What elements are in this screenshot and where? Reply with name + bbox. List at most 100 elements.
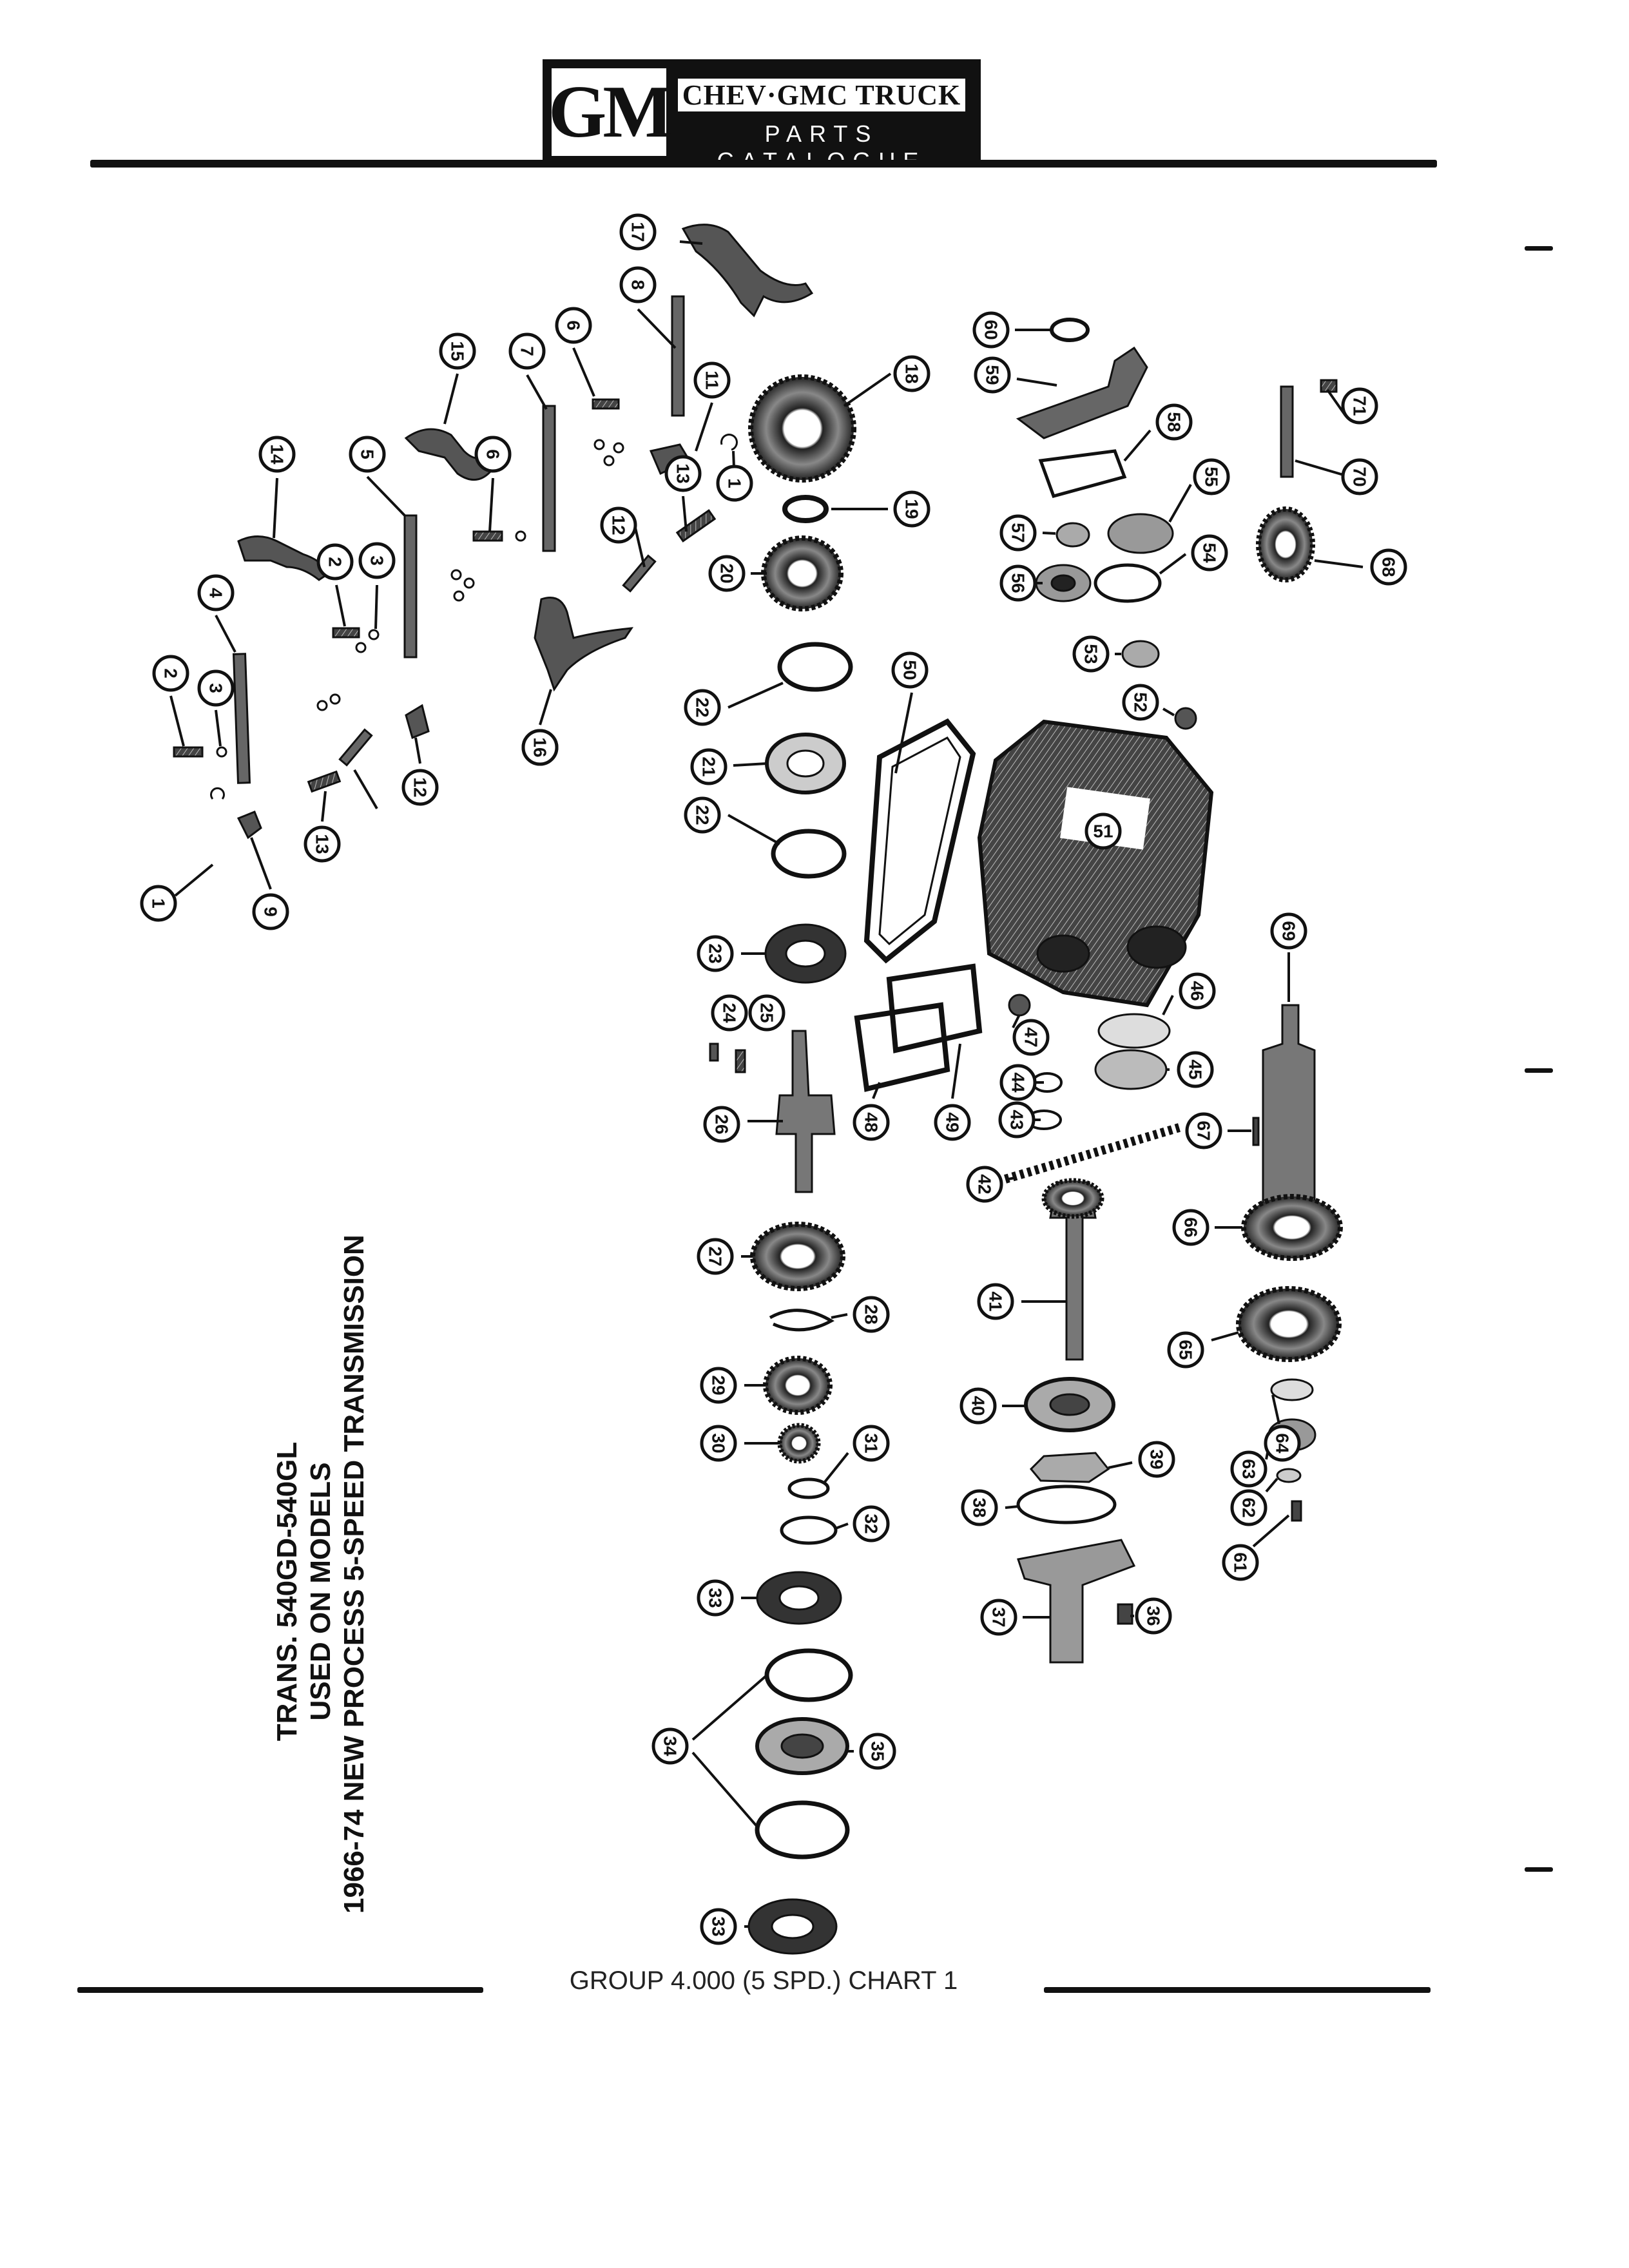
callout-34: 34: [651, 1727, 689, 1765]
callout-number: 39: [1147, 1449, 1167, 1469]
callout-circle: [708, 555, 746, 592]
nut: [1029, 1452, 1110, 1483]
spring: [307, 770, 342, 793]
callout-circle: [140, 885, 177, 922]
key: [1252, 1117, 1260, 1146]
callout-circle: [1167, 1331, 1204, 1369]
callout-number: 2: [325, 557, 345, 567]
callout-53: 53: [1072, 635, 1110, 673]
callout-circle: [690, 748, 728, 785]
synchro-ring: [764, 1648, 853, 1702]
callout-11: 11: [693, 361, 731, 399]
callout-2: 2: [316, 543, 354, 581]
callout-65: 65: [1167, 1331, 1204, 1369]
spring: [592, 398, 620, 410]
callout-number: 22: [693, 805, 713, 825]
callout-number: 58: [1164, 412, 1184, 432]
callout-9: 9: [252, 893, 289, 930]
detent-ball: [329, 693, 341, 705]
case-bore: [1126, 925, 1187, 969]
callout-number: 13: [673, 463, 693, 483]
callout-24: 24: [711, 994, 748, 1032]
callout-3: 3: [197, 669, 235, 707]
callout-number: 31: [862, 1433, 882, 1453]
gasket: [863, 718, 976, 964]
spring: [472, 530, 503, 542]
callout-number: 70: [1350, 466, 1370, 486]
bolt: [1291, 1500, 1302, 1522]
oil-seal: [1050, 318, 1090, 342]
callout-1: 1: [716, 465, 753, 502]
callout-circle: [1138, 1441, 1175, 1478]
header-rule: [90, 160, 1437, 168]
case-bore: [1036, 934, 1090, 973]
callout-29: 29: [700, 1367, 737, 1404]
bearing: [1268, 1418, 1316, 1452]
callout-number: 56: [1008, 573, 1028, 593]
logo-truck-text: CHEV·GMC TRUCK: [678, 79, 965, 111]
callout-circle: [853, 1505, 890, 1542]
callout-circle: [1072, 635, 1110, 673]
callout-circle: [555, 307, 592, 344]
callout-33: 33: [700, 1908, 737, 1945]
pin: [622, 554, 657, 593]
callout-7: 7: [508, 332, 546, 370]
thrust-washer: [756, 1571, 842, 1625]
callout-circle: [980, 1599, 1017, 1636]
callout-70: 70: [1341, 458, 1378, 495]
callout-15: 15: [439, 332, 476, 370]
snap-ring: [769, 1309, 835, 1332]
callout-22: 22: [684, 796, 721, 834]
bearing: [1121, 640, 1160, 668]
callout-number: 67: [1194, 1120, 1214, 1140]
callout-number: 44: [1008, 1072, 1028, 1093]
gasket: [1038, 449, 1127, 499]
callout-36: 36: [1135, 1597, 1172, 1635]
callout-39: 39: [1138, 1441, 1175, 1478]
gear: [761, 535, 843, 611]
callout-number: 62: [1239, 1497, 1259, 1517]
callout-circle: [853, 1104, 890, 1141]
callout-25: 25: [748, 994, 786, 1032]
callout-38: 38: [961, 1489, 998, 1526]
callout-51: 51: [1084, 812, 1122, 850]
callout-circle: [697, 1238, 734, 1275]
callout-17: 17: [619, 213, 657, 251]
bearing: [1035, 564, 1092, 602]
snap-ring: [787, 1477, 830, 1499]
callout-circle: [959, 1387, 997, 1425]
callout-number: 5: [358, 449, 378, 459]
callout-circle: [934, 1104, 971, 1141]
callout-circle: [197, 669, 235, 707]
callout-number: 21: [699, 756, 719, 776]
plug: [1174, 707, 1197, 730]
callout-number: 6: [564, 320, 584, 331]
synchro-hub-bore: [786, 749, 825, 778]
detent-ball: [368, 629, 380, 640]
synchro-hub: [765, 733, 846, 794]
callout-number: 64: [1273, 1433, 1293, 1454]
callout-number: 51: [1093, 822, 1113, 841]
callout-57: 57: [999, 514, 1037, 552]
callout-circle: [1191, 534, 1228, 572]
shift-rail: [232, 653, 251, 784]
thrust-washer-bore: [785, 939, 826, 968]
detent-ball: [463, 577, 475, 589]
callout-number: 20: [717, 563, 737, 583]
callout-circle: [1179, 972, 1216, 1010]
callout-number: 16: [530, 737, 550, 757]
callout-circle: [998, 1101, 1036, 1139]
callout-circle: [252, 893, 289, 930]
callout-50: 50: [891, 651, 929, 689]
callout-number: 2: [161, 668, 181, 678]
callout-circle: [197, 574, 235, 611]
interlock: [405, 704, 430, 740]
callout-circle: [684, 796, 721, 834]
callout-number: 42: [975, 1174, 995, 1194]
callout-number: 8: [628, 280, 648, 290]
callout-circle: [999, 1064, 1037, 1101]
callout-circle: [358, 542, 396, 579]
callout-20: 20: [708, 555, 746, 592]
gear: [1236, 1286, 1342, 1362]
callout-circle: [1193, 458, 1230, 495]
